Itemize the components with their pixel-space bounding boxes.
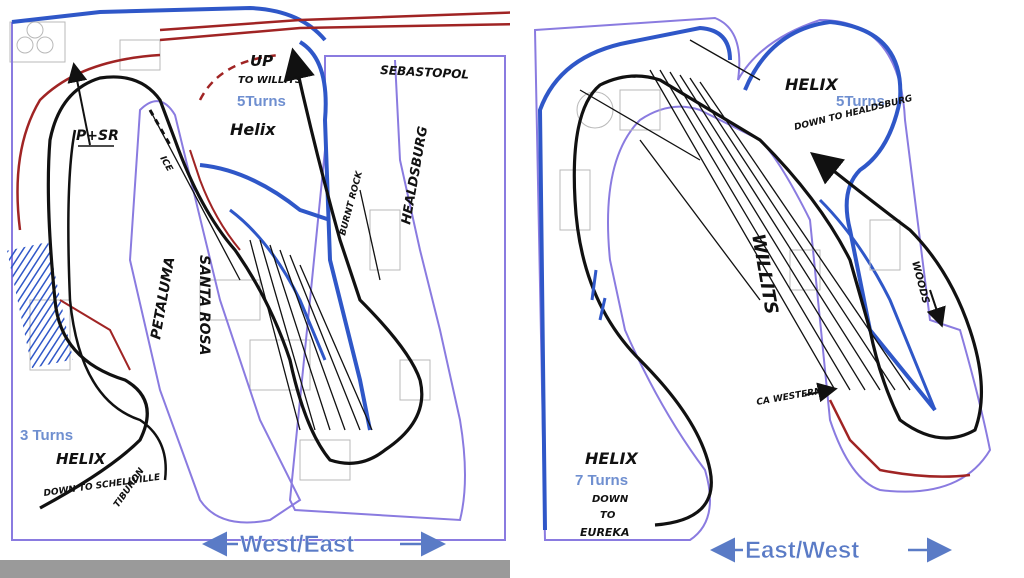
label-down: DOWN bbox=[592, 494, 629, 505]
label-helix-bottom-left: HELIX bbox=[56, 450, 107, 468]
right-blue-helix bbox=[743, 19, 937, 412]
label-five-turns-right: 5Turns bbox=[836, 93, 885, 110]
label-woods: WOODS bbox=[909, 260, 931, 305]
label-ca-western: CA WESTERN bbox=[756, 387, 823, 408]
label-psr: P+SR bbox=[76, 128, 119, 144]
label-up: UP bbox=[250, 52, 273, 70]
label-three-turns: 3 Turns bbox=[20, 427, 73, 444]
right-woods-arrow bbox=[926, 289, 946, 328]
right-ca-western-arrow bbox=[804, 382, 838, 403]
left-main-track bbox=[39, 47, 424, 510]
left-benchwork-outline bbox=[11, 22, 506, 541]
right-red-line bbox=[828, 399, 971, 478]
label-helix-top-right: HELIX bbox=[785, 75, 838, 94]
left-red-line-left bbox=[16, 53, 161, 231]
right-panel: HELIX 5Turns DOWN TO HEALDSBURG WILLITS … bbox=[533, 16, 992, 564]
label-five-turns-left: 5Turns bbox=[237, 93, 286, 110]
left-pencil-structures bbox=[9, 21, 431, 481]
caption-east-west: East/West bbox=[745, 537, 859, 564]
left-dashed-connector bbox=[148, 109, 172, 146]
left-blue-top-edge bbox=[11, 5, 327, 42]
label-seven-turns: 7 Turns bbox=[575, 472, 628, 489]
left-main-track-inner bbox=[67, 129, 167, 481]
left-red-line-diagonal bbox=[59, 299, 131, 371]
right-main-track bbox=[572, 74, 984, 527]
left-red-dashed bbox=[198, 53, 281, 101]
bottom-gradient-bar bbox=[0, 560, 510, 578]
label-helix-top-left: Helix bbox=[230, 120, 276, 139]
label-to-willits: TO WILLITS bbox=[238, 75, 302, 86]
left-main-track-inner-up bbox=[67, 62, 91, 146]
panel-divider bbox=[510, 0, 526, 578]
label-eureka: EUREKA bbox=[580, 526, 629, 539]
right-blue-outer bbox=[537, 25, 732, 531]
label-to: TO bbox=[600, 510, 616, 521]
left-blue-branch bbox=[229, 208, 327, 361]
right-gap-marks bbox=[590, 269, 607, 321]
left-hatched-staging bbox=[7, 242, 74, 369]
caption-west-east: West/East bbox=[240, 531, 354, 558]
right-yard-tracks bbox=[579, 39, 911, 391]
left-red-line-top bbox=[159, 10, 526, 32]
right-blue-diagonal bbox=[818, 198, 937, 411]
label-santa-rosa: SANTA ROSA bbox=[196, 255, 212, 355]
left-yard-tracks bbox=[149, 109, 381, 431]
label-sebastopol: SEBASTOPOL bbox=[380, 63, 470, 82]
left-panel: UP TO WILLITS 5Turns Helix SEBASTOPOL P+… bbox=[0, 5, 526, 578]
left-blue-diagonal bbox=[199, 163, 331, 222]
left-red-line-top2 bbox=[159, 22, 526, 42]
left-inner-peninsula-outline bbox=[128, 100, 302, 524]
label-helix-bottom-right: HELIX bbox=[585, 449, 638, 468]
left-red-curve bbox=[189, 149, 241, 251]
